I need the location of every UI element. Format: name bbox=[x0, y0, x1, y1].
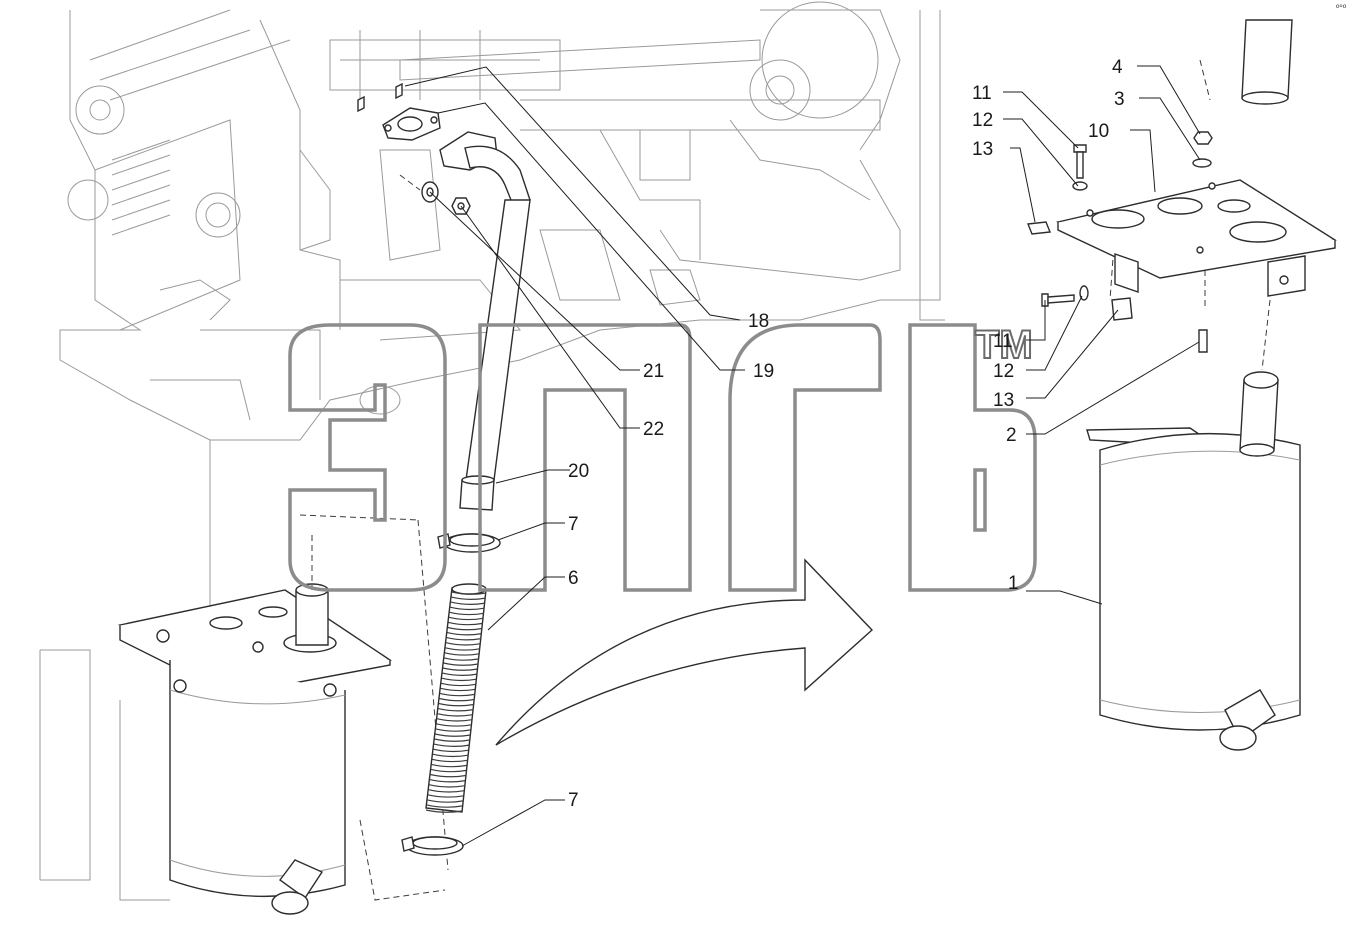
leader-lines bbox=[404, 65, 1201, 847]
callout-19: 19 bbox=[753, 361, 774, 382]
callout-labels: 18 19 21 22 20 7 6 7 1 2 13 12 11 13 12 … bbox=[568, 57, 1125, 811]
corner-mark: º°º bbox=[1336, 3, 1347, 13]
washer-3 bbox=[1192, 158, 1212, 168]
callout-11-upper: 11 bbox=[972, 83, 992, 104]
watermark-logo: TM bbox=[288, 322, 1037, 592]
callout-7-lower: 7 bbox=[568, 790, 579, 811]
callout-11-lower: 11 bbox=[993, 331, 1013, 352]
callout-3: 3 bbox=[1114, 89, 1125, 110]
bolt-11 bbox=[1073, 144, 1087, 179]
nut-4 bbox=[1193, 131, 1213, 145]
callout-21: 21 bbox=[643, 361, 664, 382]
callout-12-upper: 12 bbox=[972, 110, 993, 131]
callout-22: 22 bbox=[643, 419, 664, 440]
callout-12-lower: 12 bbox=[993, 361, 1014, 382]
callout-10: 10 bbox=[1088, 121, 1109, 142]
clamp-lower bbox=[401, 836, 464, 856]
callout-13-lower: 13 bbox=[993, 390, 1014, 411]
callout-13-upper: 13 bbox=[972, 139, 993, 160]
clamp-upper bbox=[437, 533, 501, 553]
bolt-11-lower bbox=[1041, 293, 1075, 307]
flex-hose bbox=[425, 583, 487, 813]
trademark-symbol: TM bbox=[975, 323, 1033, 367]
exhaust-pipe-elbow bbox=[357, 82, 531, 511]
clip-nut-13 bbox=[1027, 221, 1051, 235]
callout-18: 18 bbox=[748, 311, 769, 332]
callout-7-upper: 7 bbox=[568, 514, 579, 535]
clip-nut-13-lower bbox=[1111, 297, 1133, 321]
flex-hose-top bbox=[1241, 19, 1293, 105]
stud-2 bbox=[1198, 329, 1208, 353]
transition-arrow bbox=[495, 558, 874, 746]
callout-1: 1 bbox=[1008, 573, 1019, 594]
bracket-plate bbox=[1055, 179, 1337, 297]
callout-6: 6 bbox=[568, 568, 579, 589]
callout-2: 2 bbox=[1006, 425, 1017, 446]
muffler-assembled bbox=[117, 583, 392, 915]
callout-20: 20 bbox=[568, 461, 589, 482]
muffler-exploded bbox=[1086, 371, 1301, 751]
callout-4: 4 bbox=[1112, 57, 1123, 78]
